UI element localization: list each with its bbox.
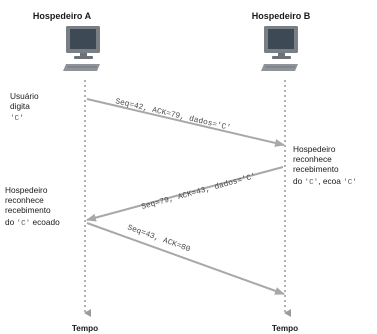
a-event2-line4: do 'C' ecoado [5, 217, 60, 228]
host-a-title: Hospedeiro A [33, 11, 92, 21]
host-b-title: Hospedeiro B [252, 11, 311, 21]
message-2-label: Seq=79, ACK=43, dados='C' [140, 172, 257, 212]
message-1-arrow [86, 98, 285, 147]
host-b-time-label: Tempo [272, 324, 298, 333]
message-3-arrow [86, 222, 285, 295]
b-event-line2: reconhece [293, 154, 332, 164]
a-event2-line1: Hospedeiro [5, 185, 48, 195]
computer-a-icon [63, 26, 100, 71]
message-2-arrow [86, 166, 284, 222]
a-event1-line3: 'C' [10, 115, 24, 123]
b-event-line4-text2: , ecoa [318, 176, 343, 186]
b-event-line4-code2: 'C' [343, 179, 357, 187]
computer-b-icon [261, 26, 298, 71]
b-event-line4: do 'C', ecoa 'C' [293, 176, 357, 187]
b-event-line4-text1: do [293, 176, 305, 186]
b-event-line3: recebimento [293, 164, 339, 174]
a-event2-line4-code1: 'C' [17, 220, 31, 228]
a-event2-line4-text2: ecoado [30, 217, 60, 227]
b-event-line4-code1: 'C' [305, 179, 319, 187]
b-event-line1: Hospedeiro [293, 144, 336, 154]
message-1-label: Seq=42, ACK=79, dados='C' [114, 97, 231, 133]
a-event1-line2: digita [10, 101, 30, 111]
a-event1-line1: Usuário [10, 91, 39, 101]
a-event2-line2: reconhece [5, 195, 44, 205]
a-event2-line3: recebimento [5, 205, 51, 215]
a-event2-line4-text1: do [5, 217, 17, 227]
host-a-time-label: Tempo [72, 324, 98, 333]
